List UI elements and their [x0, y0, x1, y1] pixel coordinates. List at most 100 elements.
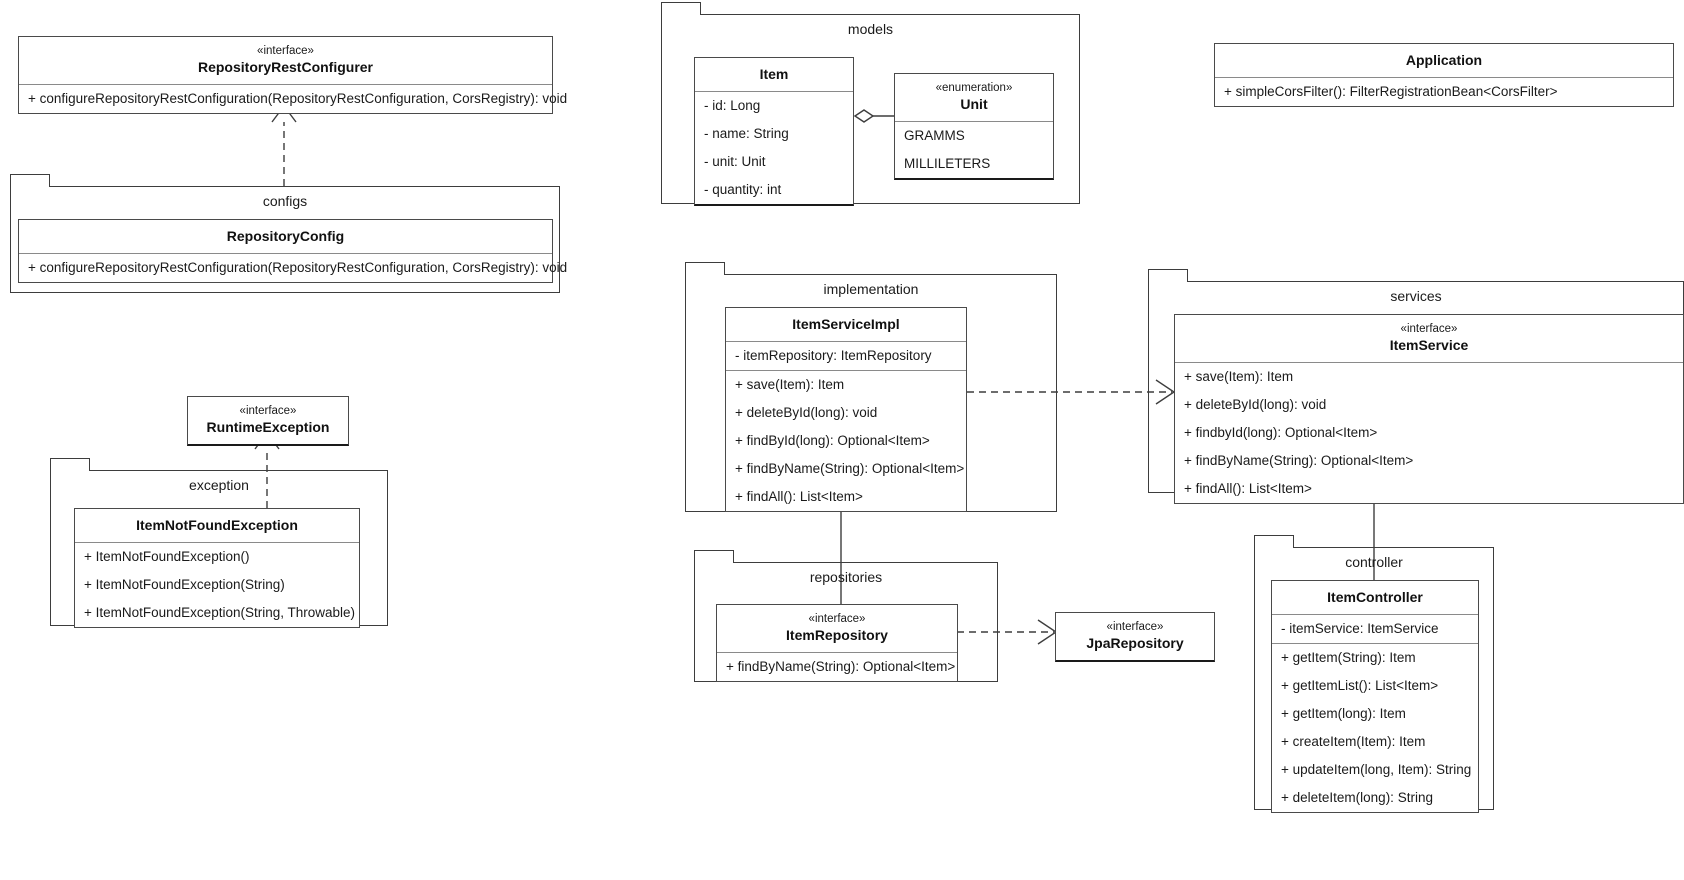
class-name: ItemController: [1327, 589, 1423, 605]
class-item[interactable]: Item - id: Long - name: String - unit: U…: [694, 57, 854, 206]
attribute-row: - id: Long: [704, 98, 761, 113]
method-row: + createItem(Item): Item: [1281, 734, 1426, 749]
method-row: + save(Item): Item: [1184, 369, 1294, 384]
method-row: + getItem(long): Item: [1281, 706, 1406, 721]
methods-section: + save(Item): Item + deleteById(long): v…: [1175, 363, 1683, 503]
class-header: Item: [695, 58, 853, 92]
method-row: + getItem(String): Item: [1281, 650, 1416, 665]
class-repository-config[interactable]: RepositoryConfig + configureRepositoryRe…: [18, 219, 568, 283]
class-header: ItemController: [1272, 581, 1478, 615]
attributes-section: - id: Long - name: String - unit: Unit -…: [695, 92, 853, 204]
method-row: + configureRepositoryRestConfiguration(R…: [28, 260, 568, 275]
class-application[interactable]: Application + simpleCorsFilter(): Filter…: [1214, 43, 1674, 107]
method-row: + configureRepositoryRestConfiguration(R…: [28, 91, 568, 106]
enum-header: «enumeration» Unit: [895, 74, 1053, 122]
class-name: ItemService: [1389, 337, 1469, 353]
attribute-row: - itemRepository: ItemRepository: [735, 348, 932, 363]
methods-section: + configureRepositoryRestConfiguration(R…: [19, 254, 568, 282]
class-header: ItemServiceImpl: [726, 308, 966, 342]
class-name: RuntimeException: [206, 419, 330, 435]
package-label: services: [1390, 288, 1442, 304]
class-name: RepositoryRestConfigurer: [197, 59, 374, 75]
stereotype-label: «interface»: [1400, 323, 1458, 335]
attribute-row: - quantity: int: [704, 182, 782, 197]
method-row: + getItemList(): List<Item>: [1281, 678, 1439, 693]
package-models: models: [660, 2, 1080, 204]
method-row: + ItemNotFoundException(String, Throwabl…: [84, 605, 356, 620]
method-row: + deleteById(long): void: [735, 405, 878, 420]
package-tab: [9, 174, 50, 187]
package-tab: [49, 458, 90, 471]
class-item-controller[interactable]: ItemController - itemService: ItemServic…: [1271, 580, 1479, 813]
method-row: + findByName(String): Optional<Item>: [1184, 453, 1414, 468]
attribute-row: - itemService: ItemService: [1281, 621, 1439, 636]
method-row: + findByName(String): Optional<Item>: [726, 659, 956, 674]
class-item-service-impl[interactable]: ItemServiceImpl - itemRepository: ItemRe…: [725, 307, 967, 512]
package-label: repositories: [809, 569, 883, 585]
package-label: controller: [1345, 554, 1403, 570]
class-header: RepositoryConfig: [19, 220, 552, 254]
package-label: exception: [189, 477, 249, 493]
method-row: + findById(long): Optional<Item>: [735, 433, 930, 448]
stereotype-label: «interface»: [257, 45, 314, 57]
class-jpa-repository[interactable]: «interface» JpaRepository: [1055, 612, 1215, 662]
method-row: + save(Item): Item: [735, 377, 845, 392]
class-name: ItemServiceImpl: [792, 316, 900, 332]
attribute-row: - unit: Unit: [704, 154, 766, 169]
class-header: «interface» RepositoryRestConfigurer: [19, 37, 552, 85]
class-header: ItemNotFoundException: [75, 509, 359, 543]
class-name: RepositoryConfig: [226, 228, 345, 244]
class-name: ItemRepository: [786, 627, 888, 643]
class-item-service[interactable]: «interface» ItemService + save(Item): It…: [1174, 314, 1684, 504]
attribute-row: - name: String: [704, 126, 789, 141]
class-name: Item: [759, 66, 789, 82]
methods-section: + simpleCorsFilter(): FilterRegistration…: [1215, 78, 1673, 106]
methods-section: + configureRepositoryRestConfiguration(R…: [19, 85, 568, 113]
class-repository-rest-configurer[interactable]: «interface» RepositoryRestConfigurer + c…: [18, 36, 568, 114]
stereotype-label: «interface»: [1106, 621, 1164, 633]
class-header: «interface» RuntimeException: [188, 397, 348, 444]
method-row: + findAll(): List<Item>: [1184, 481, 1312, 496]
methods-section: + save(Item): Item + deleteById(long): v…: [726, 371, 966, 511]
attributes-section: - itemRepository: ItemRepository: [726, 342, 966, 371]
attributes-section: - itemService: ItemService: [1272, 615, 1478, 644]
methods-section: + ItemNotFoundException() + ItemNotFound…: [75, 543, 359, 627]
method-row: + deleteItem(long): String: [1281, 790, 1433, 805]
enum-literal-row: GRAMMS: [904, 128, 965, 143]
package-configs: configs: [9, 174, 560, 293]
class-runtime-exception[interactable]: «interface» RuntimeException: [187, 396, 349, 446]
class-header: Application: [1215, 44, 1673, 78]
connector-repositoryconfig-repositoryrestconfigurer: [271, 104, 297, 186]
enum-literal-row: MILLILETERS: [904, 156, 991, 171]
enum-unit[interactable]: «enumeration» Unit GRAMMS MILLILETERS: [894, 73, 1054, 180]
methods-section: + getItem(String): Item + getItemList():…: [1272, 644, 1478, 812]
method-row: + updateItem(long, Item): String: [1281, 762, 1472, 777]
class-name: JpaRepository: [1086, 635, 1184, 651]
package-label: implementation: [823, 281, 919, 297]
class-header: «interface» JpaRepository: [1056, 613, 1214, 660]
package-label: models: [847, 21, 894, 37]
package-tab: [660, 2, 701, 15]
method-row: + ItemNotFoundException(): [84, 549, 250, 564]
class-name: Application: [1405, 52, 1483, 68]
stereotype-label: «interface»: [239, 405, 297, 417]
enum-name: Unit: [960, 96, 988, 112]
package-tab: [1253, 535, 1294, 548]
package-tab: [684, 262, 725, 275]
stereotype-label: «enumeration»: [935, 82, 1013, 94]
class-header: «interface» ItemRepository: [717, 605, 957, 653]
class-item-repository[interactable]: «interface» ItemRepository + findByName(…: [716, 604, 958, 682]
method-row: + ItemNotFoundException(String): [84, 577, 285, 592]
literals-section: GRAMMS MILLILETERS: [895, 122, 1053, 178]
methods-section: + findByName(String): Optional<Item>: [717, 653, 957, 681]
stereotype-label: «interface»: [808, 613, 866, 625]
class-header: «interface» ItemService: [1175, 315, 1683, 363]
method-row: + findByName(String): Optional<Item>: [735, 461, 965, 476]
class-name: ItemNotFoundException: [136, 517, 298, 533]
class-item-not-found-exception[interactable]: ItemNotFoundException + ItemNotFoundExce…: [74, 508, 360, 628]
method-row: + findbyId(long): Optional<Item>: [1184, 425, 1378, 440]
package-label: configs: [262, 193, 308, 209]
method-row: + deleteById(long): void: [1184, 397, 1327, 412]
package-implementation: implementation: [684, 262, 1057, 512]
